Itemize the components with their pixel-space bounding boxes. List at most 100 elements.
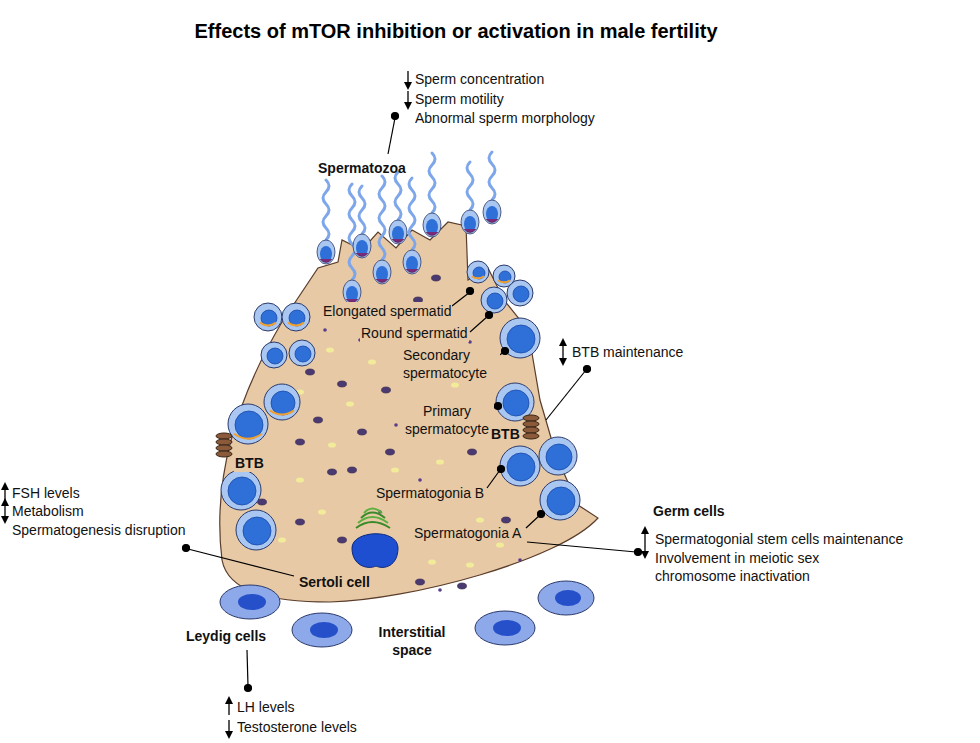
mitochondrion xyxy=(502,517,511,523)
acrosome-cap xyxy=(486,219,498,223)
mitochondrion xyxy=(432,275,441,281)
mitochondrion xyxy=(458,583,467,589)
mitochondrion xyxy=(348,467,357,473)
sperm-head xyxy=(423,213,441,237)
cell-label: Spermatogonia B xyxy=(375,484,485,502)
part-label: Germ cells xyxy=(653,502,725,520)
mitochondrion xyxy=(338,381,347,387)
sperm-head xyxy=(461,210,479,234)
mitochondrion xyxy=(338,537,347,543)
cell-label: Secondary spermatocyte xyxy=(402,346,500,382)
germ-cell xyxy=(236,510,276,550)
mitochondrion xyxy=(382,387,391,393)
sperm-tail xyxy=(429,153,435,213)
germ-cell xyxy=(500,446,540,486)
germ-cell-nucleus xyxy=(546,444,572,470)
lipid-droplet xyxy=(391,467,399,472)
sperm-head xyxy=(403,250,421,274)
effect-text: BTB maintenance xyxy=(572,343,683,361)
mitochondrion xyxy=(314,417,323,423)
germ-cell-nucleus xyxy=(503,390,529,416)
germ-cell-nucleus xyxy=(271,391,295,415)
germ-cell xyxy=(467,261,489,283)
vesicle xyxy=(438,588,442,592)
sperm-head xyxy=(483,200,501,224)
lipid-droplet xyxy=(296,477,304,482)
germ-cell-nucleus xyxy=(261,310,277,326)
effect-text: FSH levels xyxy=(12,484,80,502)
cell-label: Primary spermatocyte xyxy=(400,402,494,438)
sperm-head xyxy=(317,240,335,264)
acrosome-cap xyxy=(320,259,332,263)
effect-text: Metabolism xyxy=(12,502,84,520)
mitochondrion xyxy=(416,579,425,585)
vesicle xyxy=(518,558,522,562)
effect-text: Spermatogenesis disruption xyxy=(12,521,186,539)
part-label: Sertoli cell xyxy=(298,573,371,591)
germ-cell-nucleus xyxy=(235,411,263,439)
acrosome xyxy=(288,323,304,326)
sperm-head xyxy=(373,260,391,284)
acrosome xyxy=(260,323,276,326)
sperm-nucleus xyxy=(486,206,498,222)
germ-cell xyxy=(254,303,282,331)
sperm-nucleus xyxy=(376,266,388,282)
leader-lines xyxy=(183,113,642,692)
germ-cell-nucleus xyxy=(295,346,311,362)
germ-cells xyxy=(221,152,580,550)
acrosome-cap xyxy=(392,239,404,243)
seminiferous-epithelium xyxy=(220,222,598,602)
mitochondrion xyxy=(328,469,337,475)
figure-title: Effects of mTOR inhibition or activation… xyxy=(194,20,717,43)
sperm-nucleus xyxy=(426,219,438,235)
lipid-droplet xyxy=(466,562,474,567)
sperm-nucleus xyxy=(356,240,368,256)
cell-label: Round spermatid xyxy=(360,324,469,342)
acrosome xyxy=(234,434,262,439)
germ-cell-nucleus xyxy=(507,325,535,353)
germ-cell xyxy=(539,437,577,475)
germ-cell xyxy=(221,470,261,510)
cell-label: Elongated spermatid xyxy=(322,302,452,320)
vesicle xyxy=(468,340,472,344)
mitochondrion xyxy=(468,449,477,455)
lipid-droplet xyxy=(428,559,436,564)
mitochondrion xyxy=(296,439,305,445)
lipid-droplet xyxy=(326,347,334,352)
acrosome-cap xyxy=(376,279,388,283)
germ-cell xyxy=(481,287,507,313)
sperm-tail xyxy=(467,162,473,210)
part-label: Spermatozoa xyxy=(318,159,406,177)
cytoplasm-organelles xyxy=(258,275,522,592)
sperm-tail xyxy=(349,184,355,280)
vesicle xyxy=(394,423,398,427)
germ-cell-nucleus xyxy=(499,271,511,283)
acrosome-cap xyxy=(356,253,368,257)
sperm-tail xyxy=(395,172,401,220)
sperm-tail xyxy=(409,178,415,250)
sperm-tail xyxy=(359,186,365,234)
germ-cell-nucleus xyxy=(228,477,256,505)
cell-label: Spermatogonia A xyxy=(413,524,522,542)
sperm-head xyxy=(389,220,407,244)
lipid-droplet xyxy=(318,509,326,514)
acrosome xyxy=(270,410,294,414)
acrosome-cap xyxy=(406,269,418,273)
germ-cell-nucleus xyxy=(547,487,575,515)
sperm-nucleus xyxy=(464,216,476,232)
acrosome xyxy=(498,280,510,282)
germ-cell-nucleus xyxy=(289,310,305,326)
lipid-droplet xyxy=(328,442,336,447)
sperm-nucleus xyxy=(392,226,404,242)
mitochondrion xyxy=(306,369,315,375)
germ-cell xyxy=(264,384,300,420)
germ-cell-nucleus xyxy=(513,286,529,302)
germ-cell xyxy=(228,404,268,444)
effect-text: LH levels xyxy=(237,698,295,716)
effect-text: Sperm motility xyxy=(415,90,504,108)
vesicle xyxy=(418,478,422,482)
germ-cell xyxy=(493,265,515,287)
trend-arrows xyxy=(5,71,645,735)
sperm-head xyxy=(353,234,371,258)
sperm-nucleus xyxy=(320,246,332,262)
